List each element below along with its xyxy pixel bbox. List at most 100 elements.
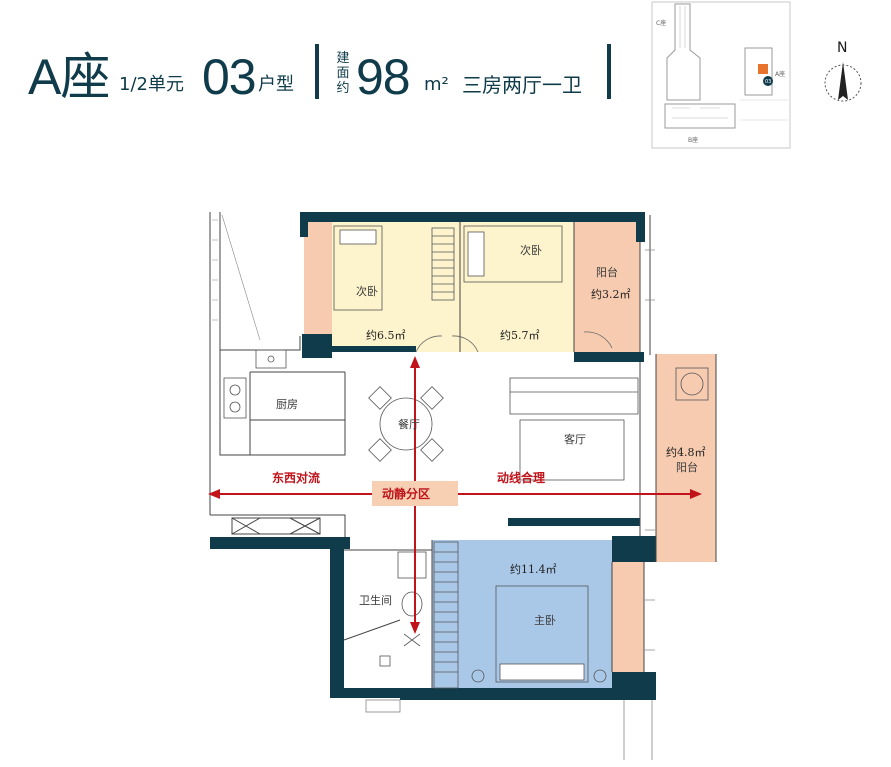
corridor-line	[220, 336, 301, 351]
keymap-building-b	[664, 103, 736, 129]
keymap-building-c	[666, 3, 701, 101]
living-furniture	[509, 367, 709, 481]
east-wall-lines	[639, 215, 651, 355]
shoe-cabinet-line	[210, 514, 346, 537]
wardrobes	[431, 227, 459, 689]
area-label-1: 建	[336, 51, 350, 66]
wall-bedroom-bottom-2	[574, 352, 644, 362]
bed-left-pillow	[339, 229, 377, 245]
room-fill-master	[432, 540, 612, 688]
room-label-master: 主卧	[534, 614, 556, 627]
flow-label-left: 东西对流	[272, 470, 320, 485]
kitchen-outline	[219, 350, 346, 456]
wall-master-top-right	[612, 536, 656, 562]
bath-fixtures	[379, 551, 427, 667]
bath-sink	[397, 551, 427, 579]
dining-table	[379, 397, 433, 451]
wall-living-bottom	[508, 518, 640, 526]
building-title: A座	[28, 49, 110, 105]
entrance-corridor	[623, 700, 653, 760]
flow-label-center: 动静分区	[382, 486, 430, 501]
chair-1	[368, 386, 392, 410]
wardrobe-bedroom-hatch	[432, 235, 454, 293]
room-fill-balcony-small	[574, 222, 640, 352]
wall-top-left	[300, 212, 308, 237]
room-fill-master-bay	[612, 562, 644, 674]
room-area-balcony-big: 约4.8㎡	[666, 446, 706, 459]
keymap-label-a: A座	[775, 70, 785, 78]
bedroom-door-arcs	[415, 335, 479, 353]
bed-mid	[463, 225, 563, 283]
room-fill-left-strip	[304, 222, 332, 352]
header-divider-2	[607, 44, 611, 99]
room-label-balcony-big: 阳台	[676, 460, 698, 474]
room-fill-balcony-big	[656, 354, 716, 562]
chair-2	[420, 386, 444, 410]
bath-cross	[403, 633, 421, 647]
arrowhead-east-icon	[690, 489, 702, 499]
keymap-label-b: B座	[688, 136, 698, 144]
west-stair-hatch	[212, 214, 261, 341]
balcony-door-arc	[583, 331, 613, 349]
arrowhead-west-icon	[208, 489, 220, 499]
layout-text: 三房两厅一卫	[462, 73, 582, 97]
keymap-unit-highlight	[758, 64, 768, 74]
room-area-bedroom-left: 约6.5㎡	[366, 329, 406, 342]
wardrobe-master-hatch	[434, 551, 458, 673]
keymap-building-a	[744, 47, 773, 96]
site-keymap: C座 03 A座 B座	[651, 1, 791, 149]
stove	[223, 377, 247, 419]
room-area-bedroom-mid: 约5.7㎡	[500, 329, 540, 342]
washer	[675, 367, 709, 401]
wall-bath-bottom	[330, 688, 400, 698]
keymap-frame	[651, 1, 791, 149]
flow-label-right: 动线合理	[497, 470, 545, 485]
west-door-diag	[221, 214, 261, 341]
west-stair-ticks	[212, 219, 218, 321]
entrance	[365, 699, 653, 760]
chair-3	[368, 438, 392, 462]
wall-bedroom-bottom-1	[330, 346, 416, 352]
wardrobe-bedroom	[431, 227, 455, 301]
type-number: 03	[202, 49, 257, 105]
area-label-3: 约	[336, 81, 350, 96]
arrowhead-north-icon	[410, 356, 420, 368]
room-label-bedroom-mid: 次卧	[520, 243, 542, 257]
area-label-2: 面	[336, 66, 350, 81]
type-suffix: 户型	[258, 74, 294, 95]
area-value: 98	[356, 49, 411, 105]
wall-bath-left	[330, 537, 344, 697]
shoe-cabinet-cross	[231, 517, 321, 535]
bath-door-line	[343, 619, 401, 641]
dining-set	[368, 386, 444, 462]
room-label-bathroom: 卫生间	[359, 593, 392, 607]
coffee-table	[519, 419, 625, 481]
room-label-bedroom-left: 次卧	[356, 284, 378, 298]
walls	[210, 212, 656, 700]
keymap-building-b-detail	[672, 107, 728, 119]
wall-top-right	[636, 212, 645, 242]
area-unit: m²	[424, 74, 449, 95]
bed-left	[333, 225, 383, 311]
room-label-dining: 餐厅	[398, 417, 420, 431]
bed-master-pillow	[499, 663, 585, 681]
kitchen-fixtures	[223, 349, 287, 419]
beds	[333, 225, 607, 683]
stove-burner-1	[229, 384, 241, 396]
room-area-master: 约11.4㎡	[510, 563, 557, 576]
keymap-building-c-detail	[679, 6, 686, 48]
sink	[255, 349, 287, 369]
room-area-balcony-small: 约3.2㎡	[591, 288, 631, 301]
arrowhead-south-icon	[410, 622, 420, 634]
flow-arrowheads	[208, 356, 702, 634]
toilet	[401, 591, 423, 617]
wall-mid-left	[210, 537, 350, 549]
keymap-road	[740, 99, 788, 121]
wall-master-bottom-right	[612, 672, 656, 700]
chair-4	[420, 438, 444, 462]
windows	[645, 249, 655, 651]
room-label-balcony-small: 阳台	[596, 265, 618, 279]
nightstand-right	[593, 669, 607, 683]
room-label-kitchen: 厨房	[276, 398, 298, 411]
